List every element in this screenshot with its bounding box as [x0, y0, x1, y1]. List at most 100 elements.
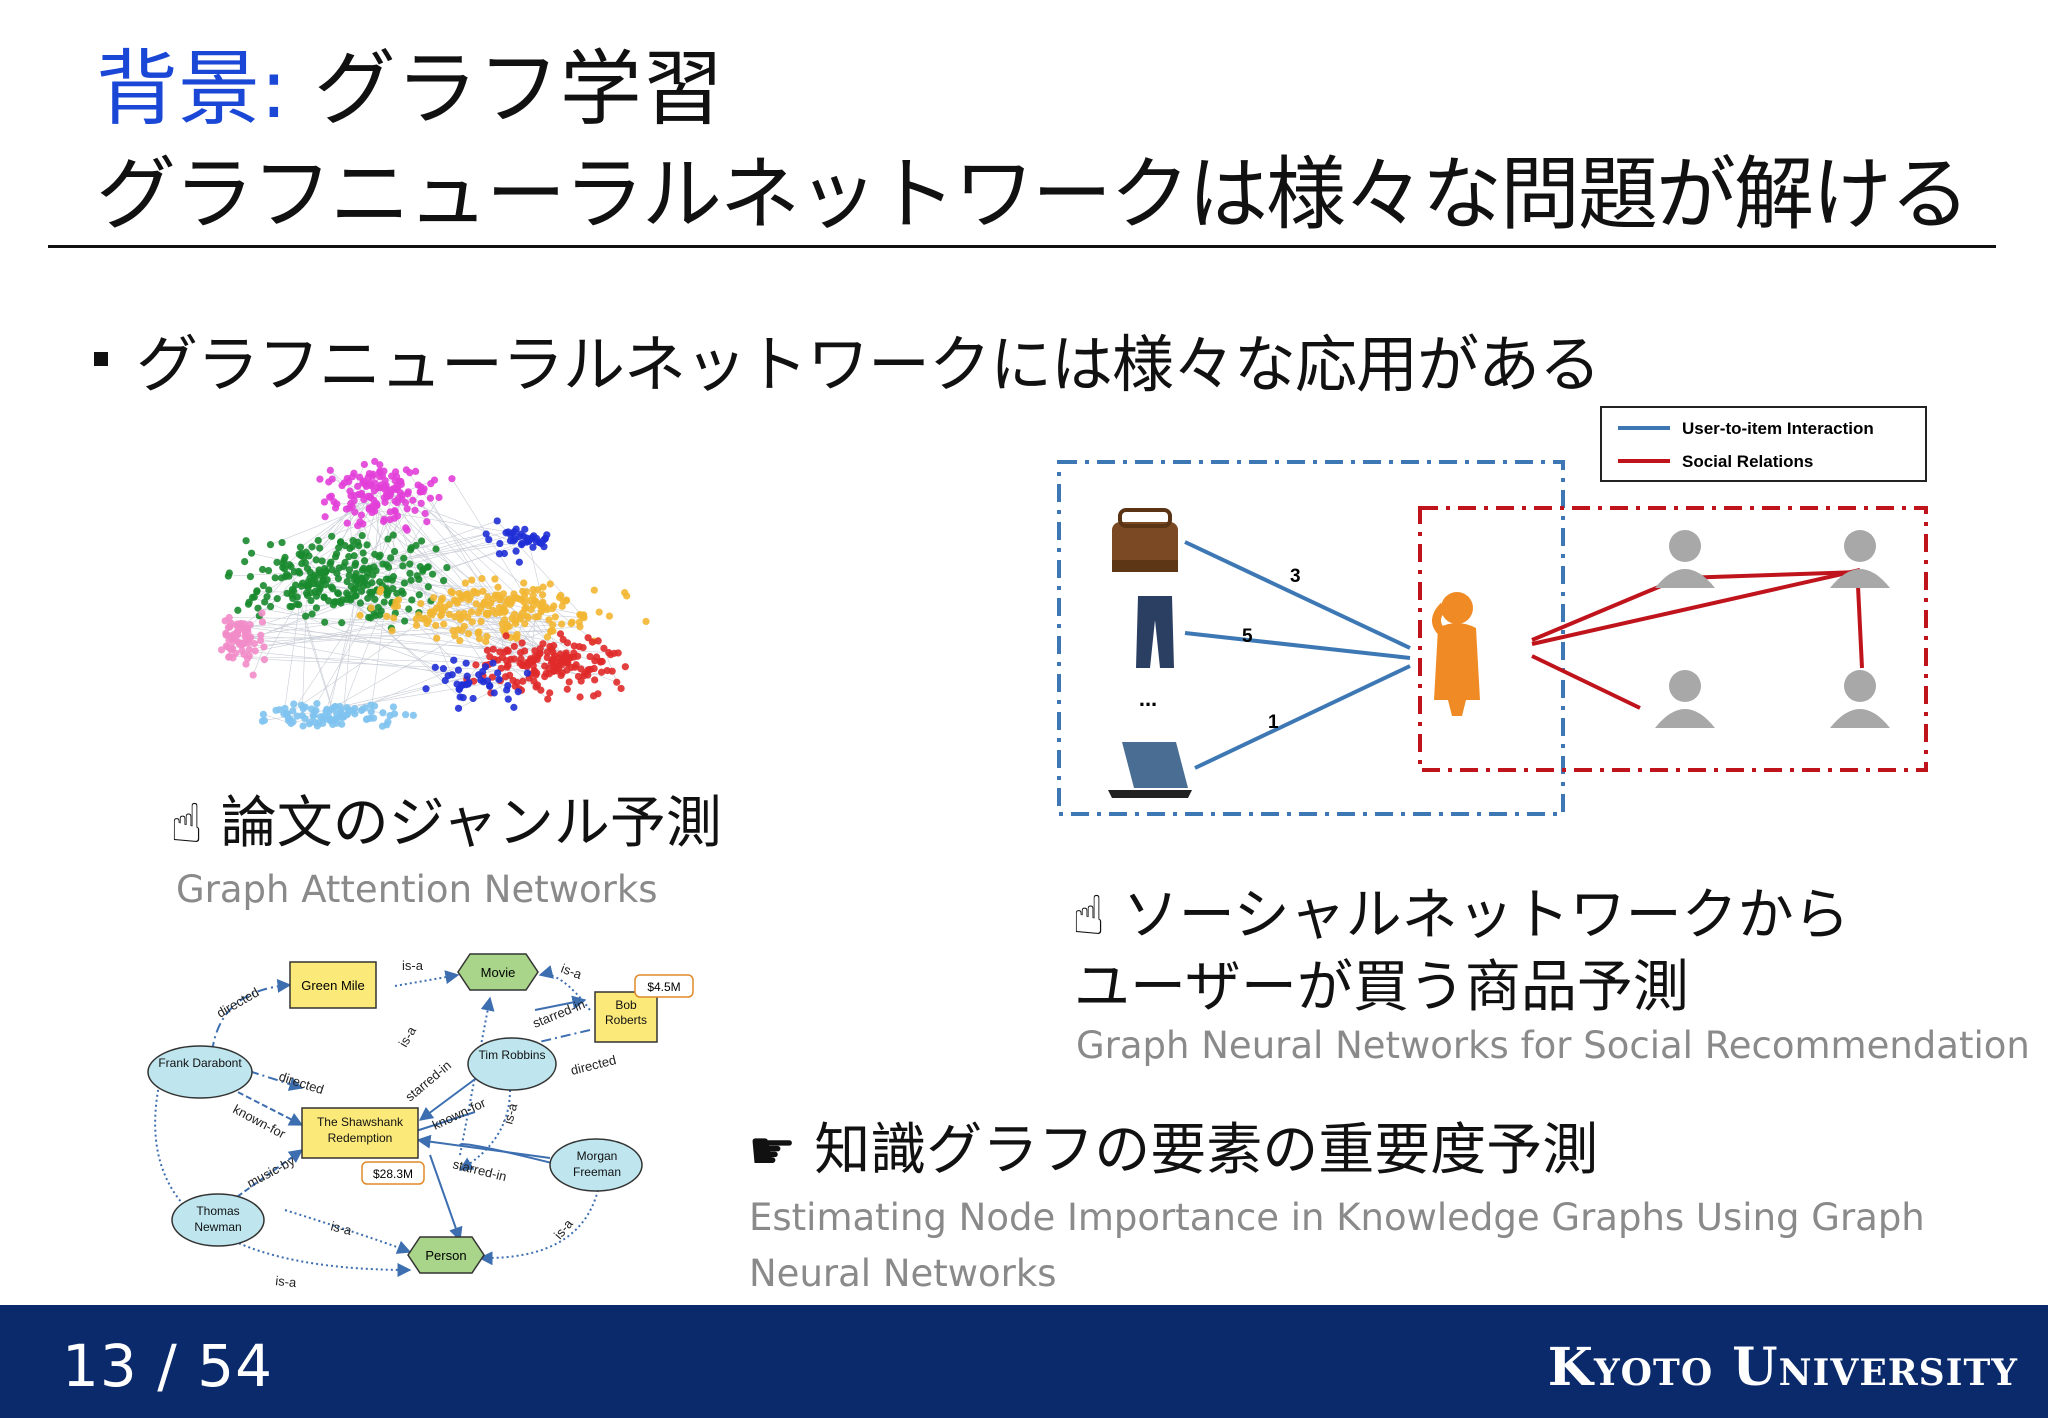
cluster-node [327, 583, 336, 591]
cluster-node [498, 606, 506, 615]
cluster-node [308, 610, 316, 618]
svg-text:is-a: is-a [500, 1101, 520, 1126]
cluster-node [227, 634, 236, 642]
cluster-node [559, 635, 567, 644]
node-tim-robbins: Tim Robbins [467, 1037, 557, 1091]
cluster-node [432, 621, 440, 630]
cluster-node [321, 513, 329, 521]
social-recommendation-figure: User-to-item Interaction Social Relation… [1057, 406, 1928, 816]
slide-subtitle: グラフニューラルネットワークは様々な問題が解ける [96, 148, 1970, 241]
bag-icon [1112, 508, 1178, 572]
edge-weight-label: 5 [1242, 626, 1253, 647]
cluster-node [326, 560, 334, 568]
cluster-node [293, 593, 301, 601]
legend-interaction: User-to-item Interaction [1682, 419, 1874, 438]
cluster-node [642, 617, 650, 626]
cluster-node [312, 604, 321, 612]
page-number: 13 / 54 [62, 1332, 274, 1400]
cluster-node [594, 690, 602, 698]
cluster-edge [289, 564, 338, 724]
cluster-node [608, 667, 616, 675]
cluster-node [360, 564, 368, 572]
bullet-square-icon [94, 352, 108, 366]
cluster-node [502, 632, 510, 640]
cluster-edge [228, 623, 572, 648]
cluster-node [563, 685, 571, 693]
cluster-node [408, 596, 416, 604]
cluster-node [409, 711, 417, 719]
cluster-node [406, 569, 414, 578]
cluster-node [271, 574, 279, 582]
interaction-edge [1184, 631, 1411, 660]
cluster-node [244, 600, 253, 608]
svg-text:music-by: music-by [244, 1153, 297, 1191]
cluster-node [424, 563, 432, 571]
cluster-node [386, 516, 394, 524]
cluster-node [415, 591, 423, 599]
cluster-node [496, 648, 504, 656]
cluster-node [444, 672, 452, 680]
cluster-node [546, 580, 554, 588]
cluster-node [447, 587, 455, 596]
cluster-node [515, 533, 523, 541]
cluster-node [479, 587, 487, 595]
cluster-node [432, 545, 440, 553]
cluster-node [543, 653, 551, 662]
cluster-node [329, 601, 338, 609]
cluster-node [475, 635, 484, 643]
cluster-node [508, 614, 516, 622]
cluster-node [221, 617, 229, 625]
cluster-node [369, 571, 377, 579]
cluster-node [510, 703, 518, 711]
cluster-node [316, 544, 324, 552]
cluster-node [595, 608, 603, 616]
cluster-node [545, 665, 553, 673]
cluster-node [469, 694, 477, 703]
cluster-node [386, 711, 394, 720]
target-user-icon [1432, 592, 1480, 716]
cluster-node [383, 561, 391, 569]
cluster-node [432, 604, 441, 612]
cluster-node [278, 538, 286, 547]
cluster-node [539, 640, 547, 648]
social-box [1418, 506, 1928, 772]
cluster-node [306, 574, 314, 582]
cluster-node [435, 493, 443, 502]
cluster-node [369, 714, 378, 722]
cluster-node [336, 597, 344, 606]
cluster-node [367, 708, 375, 716]
cluster-node [419, 487, 427, 496]
cluster-node [448, 475, 456, 483]
cluster-node [548, 605, 556, 613]
cluster-node [494, 583, 502, 591]
cluster-node [331, 703, 339, 711]
cluster-node [584, 634, 592, 642]
cluster-node [350, 552, 358, 560]
cluster-node [378, 472, 387, 480]
cluster-node [217, 646, 226, 654]
cluster-node [345, 566, 354, 574]
cluster-node [547, 659, 556, 667]
cluster-node [421, 509, 429, 518]
cluster-node [401, 711, 410, 719]
svg-text:is-a: is-a [329, 1218, 354, 1238]
cluster-edge [237, 625, 529, 665]
cluster-node [494, 669, 502, 677]
cluster-node [617, 684, 625, 693]
cluster-node [545, 616, 553, 624]
cluster-node [380, 598, 388, 606]
svg-text:is-a: is-a [559, 961, 585, 983]
cluster-node [523, 534, 531, 542]
cluster-node [510, 655, 518, 663]
node-frank-darabont: Frank Darabont [147, 1045, 253, 1099]
cluster-node [527, 656, 536, 664]
title-accent: 背景: [96, 42, 288, 137]
cluster-node [412, 467, 420, 475]
svg-text:is-a: is-a [275, 1273, 298, 1290]
svg-text:directed: directed [569, 1052, 618, 1078]
cluster-node [530, 668, 538, 676]
cluster-node [571, 663, 579, 671]
cluster-node [437, 612, 445, 620]
cluster-node [543, 633, 552, 641]
cluster-node [533, 655, 541, 664]
